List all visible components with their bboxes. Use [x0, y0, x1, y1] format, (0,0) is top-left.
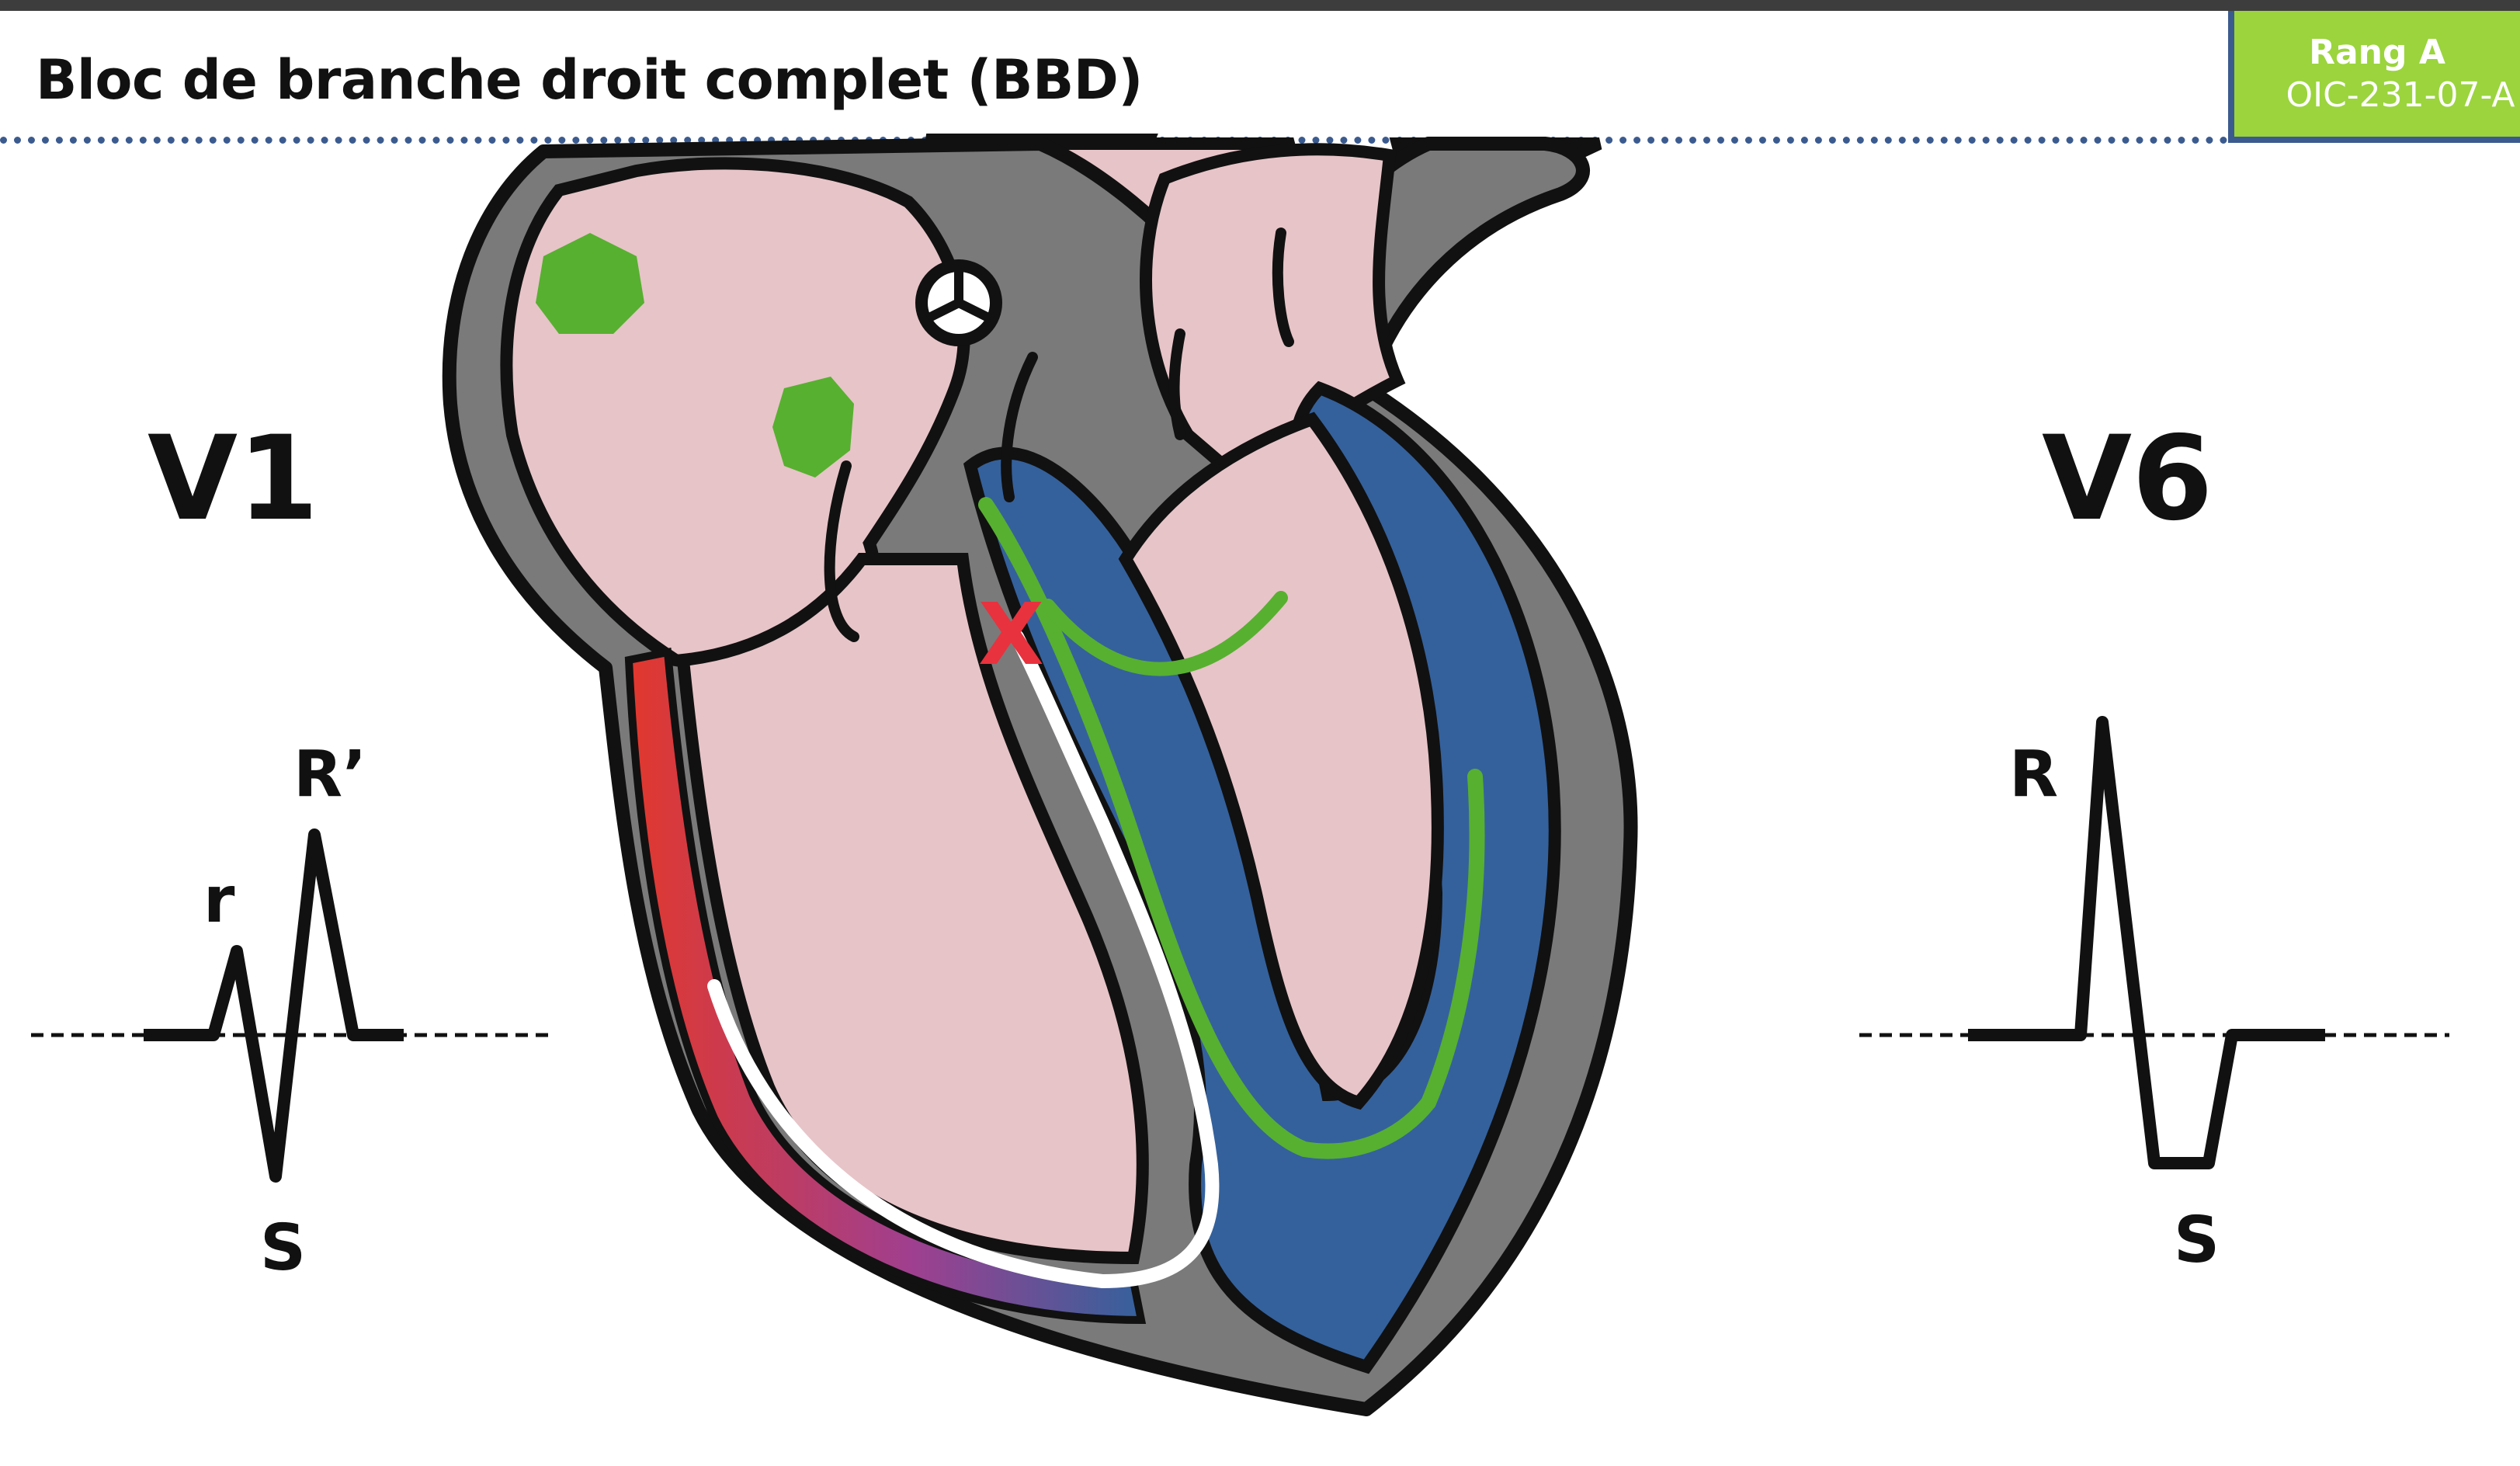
v6-wave-r: R: [2009, 738, 2059, 811]
left-ventricle-cavity: [1118, 412, 1444, 1110]
rang-level: Rang A: [2309, 33, 2445, 72]
block-marker: X: [978, 585, 1044, 684]
rang-badge: Rang A OIC-231-07-A: [2228, 11, 2520, 143]
v1-wave-r-small: r: [203, 863, 235, 937]
av-node: [772, 377, 854, 478]
right-bundle-strip: [624, 648, 1147, 1325]
v1-wave-s: S: [260, 1211, 307, 1285]
sinus-node: [536, 233, 644, 334]
lead-v6-label: V6: [2042, 412, 2213, 547]
v1-wave-r-prime: R’: [293, 738, 367, 811]
rang-code: OIC-231-07-A: [2286, 75, 2515, 115]
lead-v1-label: V1: [148, 412, 319, 547]
v6-waveform: [1968, 716, 2325, 1169]
right-ventricle: [676, 553, 1149, 1265]
right-bundle-path: [707, 630, 1220, 1289]
window-top-bar: [0, 0, 2520, 11]
left-bundle-branch: [1041, 591, 1288, 676]
v6-wave-s: S: [2174, 1204, 2220, 1277]
left-bundle-path: [978, 497, 1485, 1159]
slide-title: Bloc de branche droit complet (BBD): [36, 48, 1143, 112]
v1-waveform: [144, 829, 404, 1183]
